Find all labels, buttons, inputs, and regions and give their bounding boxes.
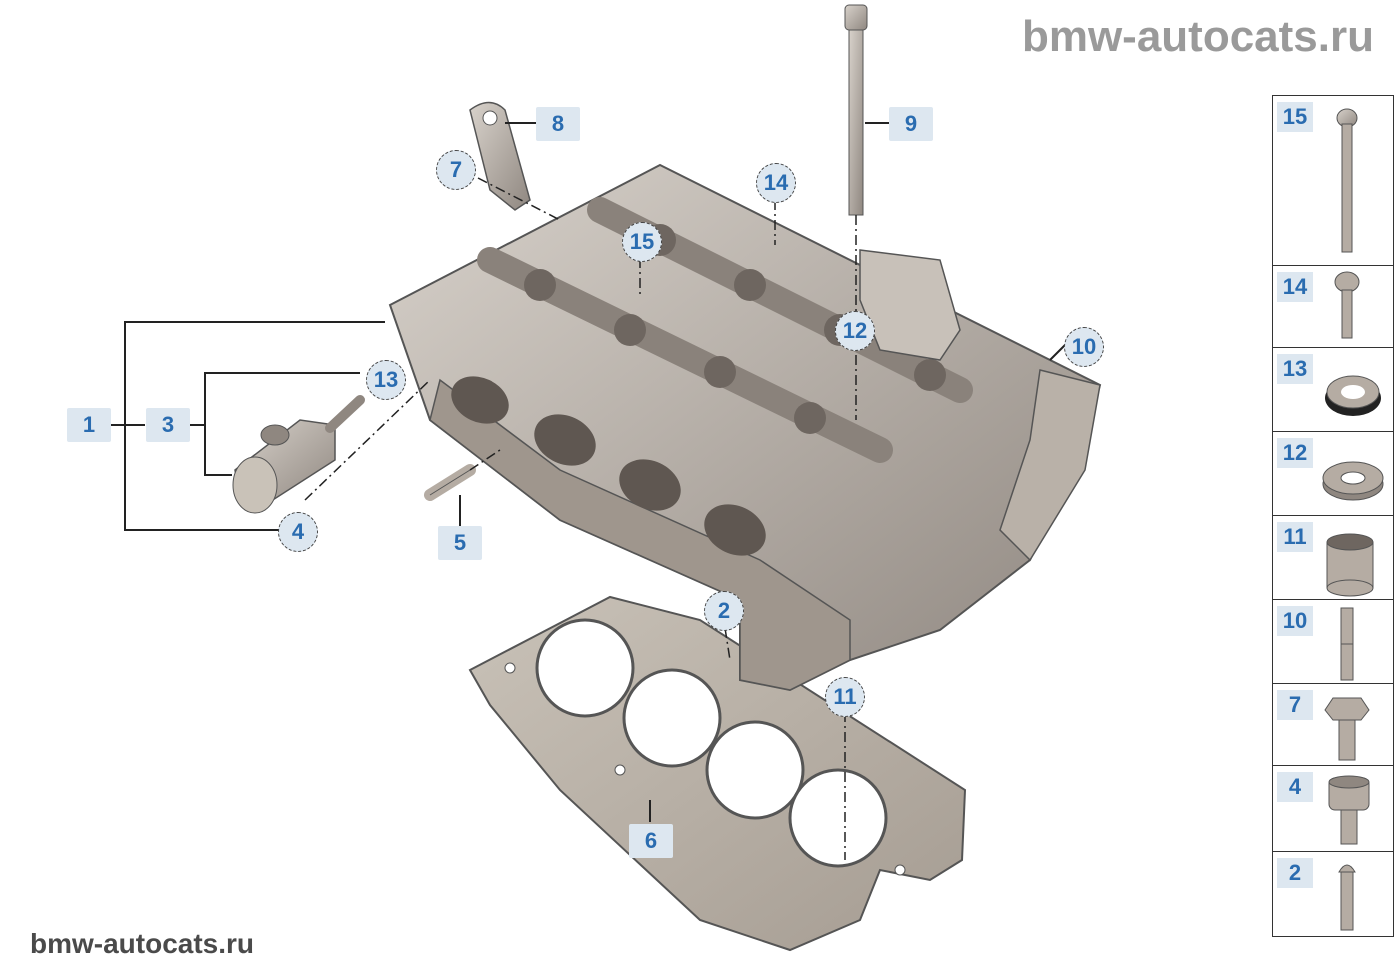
hex-bolt-icon	[1324, 697, 1370, 761]
sensor	[424, 464, 476, 501]
panel-item-number: 11	[1277, 522, 1313, 552]
panel-item-number: 4	[1277, 772, 1313, 802]
watermark-top: bmw-autocats.ru	[1021, 12, 1374, 61]
callout-13[interactable]: 13	[366, 360, 406, 400]
lifting-eye	[469, 101, 531, 211]
head-gasket	[468, 595, 967, 952]
callout-11[interactable]: 11	[825, 677, 865, 717]
panel-item-11[interactable]: 11	[1273, 516, 1393, 600]
callout-14[interactable]: 14	[756, 163, 796, 203]
callout-8[interactable]: 8	[536, 107, 580, 141]
panel-item-13[interactable]: 13	[1273, 348, 1393, 432]
dash-lines	[304, 177, 857, 860]
panel-item-14[interactable]: 14	[1273, 266, 1393, 348]
callout-2[interactable]: 2	[704, 591, 744, 631]
callout-7[interactable]: 7	[436, 150, 476, 190]
high-pressure-pump	[232, 395, 365, 514]
watermark-bottom: bmw-autocats.ru	[30, 928, 255, 959]
callout-15[interactable]: 15	[622, 222, 662, 262]
callout-4[interactable]: 4	[278, 512, 318, 552]
panel-item-2[interactable]: 2	[1273, 852, 1393, 936]
exploded-diagram	[110, 4, 1102, 952]
panel-item-number: 2	[1277, 858, 1313, 888]
socket-bolt-icon	[1328, 775, 1370, 845]
torx-bolt-icon	[1334, 271, 1360, 339]
panel-item-12[interactable]: 12	[1273, 432, 1393, 516]
callout-3[interactable]: 3	[146, 408, 190, 442]
seal-ring-icon	[1325, 375, 1381, 416]
callout-1[interactable]: 1	[67, 408, 111, 442]
panel-item-number: 13	[1277, 354, 1313, 384]
panel-item-number: 14	[1277, 272, 1313, 302]
sleeve-icon	[1326, 533, 1374, 597]
panel-item-4[interactable]: 4	[1273, 766, 1393, 852]
dowel-pin-icon	[1340, 607, 1354, 681]
panel-item-15[interactable]: 15	[1273, 96, 1393, 266]
cylinder-head	[388, 163, 1102, 692]
head-bolt	[844, 4, 868, 216]
panel-item-number: 10	[1277, 606, 1313, 636]
long-bolt-icon	[1336, 108, 1358, 253]
panel-item-number: 12	[1277, 438, 1313, 468]
panel-item-number: 7	[1277, 690, 1313, 720]
panel-item-number: 15	[1277, 102, 1313, 132]
callout-10[interactable]: 10	[1064, 327, 1104, 367]
panel-item-7[interactable]: 7	[1273, 684, 1393, 766]
panel-item-10[interactable]: 10	[1273, 600, 1393, 684]
parts-side-panel: 15 14 13 12 11	[1272, 95, 1394, 937]
callout-5[interactable]: 5	[438, 526, 482, 560]
callout-9[interactable]: 9	[889, 107, 933, 141]
leader-lines	[110, 122, 1066, 822]
washer-icon	[1322, 461, 1384, 501]
callout-6[interactable]: 6	[629, 824, 673, 858]
pin-bolt-icon	[1338, 864, 1356, 931]
callout-12[interactable]: 12	[835, 311, 875, 351]
